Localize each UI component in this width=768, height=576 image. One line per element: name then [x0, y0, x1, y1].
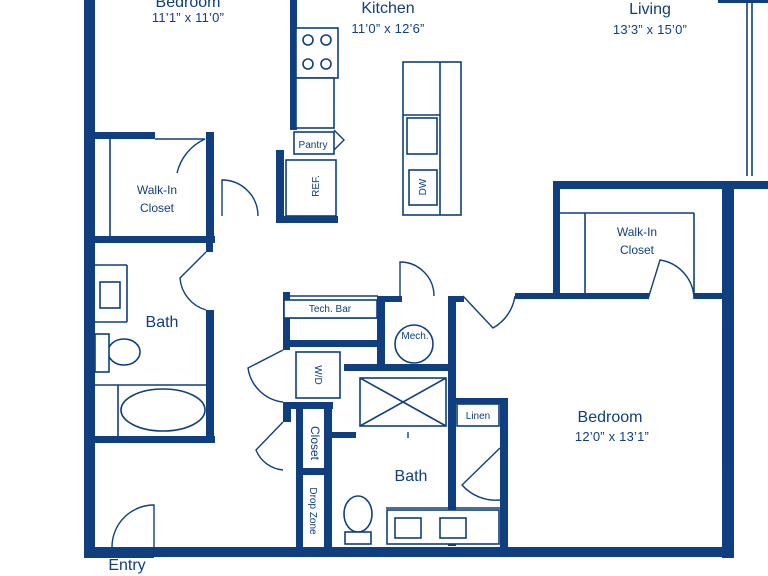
kitchen-size: 11’0” x 12’6”: [351, 21, 424, 36]
wall-bottom: [154, 547, 724, 557]
wall-dropzone-top: [296, 468, 332, 475]
bedroom-right-size: 12’0” x 13’1”: [575, 429, 649, 444]
wall-closet-right: [694, 293, 724, 299]
ref-label: REF.: [311, 175, 322, 197]
linen-closet: [456, 403, 500, 427]
walkin-right-line1: Walk-In: [617, 225, 657, 239]
door-closet: [255, 421, 284, 471]
wall-walkin-top-left: [95, 132, 155, 139]
closet-label: Closet: [308, 426, 322, 461]
entry-name: Entry: [108, 557, 145, 574]
wall-closet-top: [283, 402, 333, 409]
burner-icon: [302, 34, 314, 46]
wall-bath-bottom: [95, 436, 215, 443]
stove: [295, 27, 339, 79]
wall-pantry-left: [276, 150, 284, 222]
door-wd: [247, 349, 284, 403]
burner-icon: [302, 58, 314, 70]
drop-zone-label: Drop Zone: [307, 487, 318, 535]
center-toilet-icon: [343, 495, 373, 533]
bath-left-name: Bath: [146, 314, 179, 331]
bathtub-icon: [120, 388, 206, 432]
kitchen-fixtures: [285, 27, 462, 217]
wall-bedroom-top-left: [515, 293, 560, 299]
living-size: 13’3” x 15’0”: [613, 22, 687, 37]
wall-linen-top: [448, 296, 464, 302]
door-mech: [399, 261, 435, 297]
vanity-sink-icon: [439, 517, 467, 539]
center-toilet-tank: [344, 531, 372, 545]
bedroom-right-name: Bedroom: [578, 409, 643, 426]
mech-unit: [394, 324, 434, 364]
door-pantry: [221, 179, 259, 217]
shower-diag: [359, 377, 447, 427]
walls: [84, 0, 768, 558]
wall-closet-left-top: [283, 402, 291, 422]
burner-icon: [320, 58, 332, 70]
wall-bedroom-top: [553, 181, 723, 189]
wall-bedroom-bath-divider: [500, 398, 508, 547]
walkin-right-line2: Closet: [620, 243, 655, 257]
door-bedroom: [462, 295, 516, 329]
wall-wd-top: [283, 340, 383, 347]
wall-right-exterior: [722, 181, 734, 558]
refrigerator: [285, 159, 337, 217]
wall-linen-bottom: [456, 398, 508, 404]
door-walkin-left: [155, 138, 206, 174]
wall-shower-top: [344, 364, 454, 371]
counter-left: [295, 77, 335, 129]
pantry-box: [293, 131, 335, 155]
wall-left-exterior: [84, 0, 95, 558]
wall-kitchen-left: [290, 0, 297, 130]
bath-center-name: Bath: [395, 468, 428, 485]
walkin-left-line1: Walk-In: [137, 183, 177, 197]
wall-bath-right: [206, 310, 214, 442]
wall-top-right: [718, 0, 768, 3]
door-bath-center: [461, 447, 501, 501]
wall-bath-right-divider: [448, 296, 456, 546]
vanity-sink-icon: [394, 517, 422, 539]
wall-mech-top: [382, 296, 402, 302]
mech-label: Mech.: [401, 331, 428, 342]
wall-wd-left: [283, 292, 290, 350]
bath-fixtures: [94, 281, 500, 545]
wall-right-top: [722, 181, 768, 189]
wall-walkin-bottom: [95, 236, 215, 243]
left-sink-icon: [99, 281, 121, 309]
wall-bedroom-left: [553, 181, 560, 299]
door-pantry-swing: [333, 129, 345, 151]
wd-label: W/D: [312, 365, 323, 384]
living-name: Living: [629, 1, 671, 18]
labels: Bedroom 11’1” x 11’0” Kitchen 11’0” x 12…: [108, 0, 687, 574]
dw-label: DW: [418, 178, 429, 195]
wall-mech-left: [377, 296, 385, 371]
sink-icon: [406, 117, 438, 155]
bedroom-top-size: 11’1” x 11’0”: [152, 10, 224, 25]
wall-bottom-left: [84, 547, 154, 558]
wall-closet-door-jamb: [641, 293, 649, 299]
walkin-left-line2: Closet: [140, 201, 175, 215]
thin-lines: [95, 0, 753, 509]
linen-label: Linen: [466, 411, 490, 422]
wall-bath-right-top: [206, 236, 213, 252]
doors: [111, 129, 695, 548]
wall-ref-bottom: [276, 216, 338, 223]
door-entry: [111, 504, 155, 548]
pantry-label: Pantry: [299, 140, 328, 151]
tech-bar-box: [283, 299, 378, 319]
kitchen-name: Kitchen: [361, 0, 414, 17]
door-walkin-right: [647, 259, 695, 300]
dishwasher: [408, 169, 438, 206]
bedroom-top-name: Bedroom: [156, 0, 221, 11]
wall-bath-top-left: [330, 432, 356, 438]
tech-bar-label: Tech. Bar: [309, 304, 352, 315]
wall-closet-bottom: [553, 293, 643, 299]
left-toilet-tank: [94, 333, 110, 373]
left-toilet-icon: [107, 338, 141, 366]
door-bath-left: [179, 251, 207, 311]
wall-walkin-right: [206, 132, 214, 242]
washer-dryer: [295, 351, 341, 399]
burner-icon: [320, 34, 332, 46]
